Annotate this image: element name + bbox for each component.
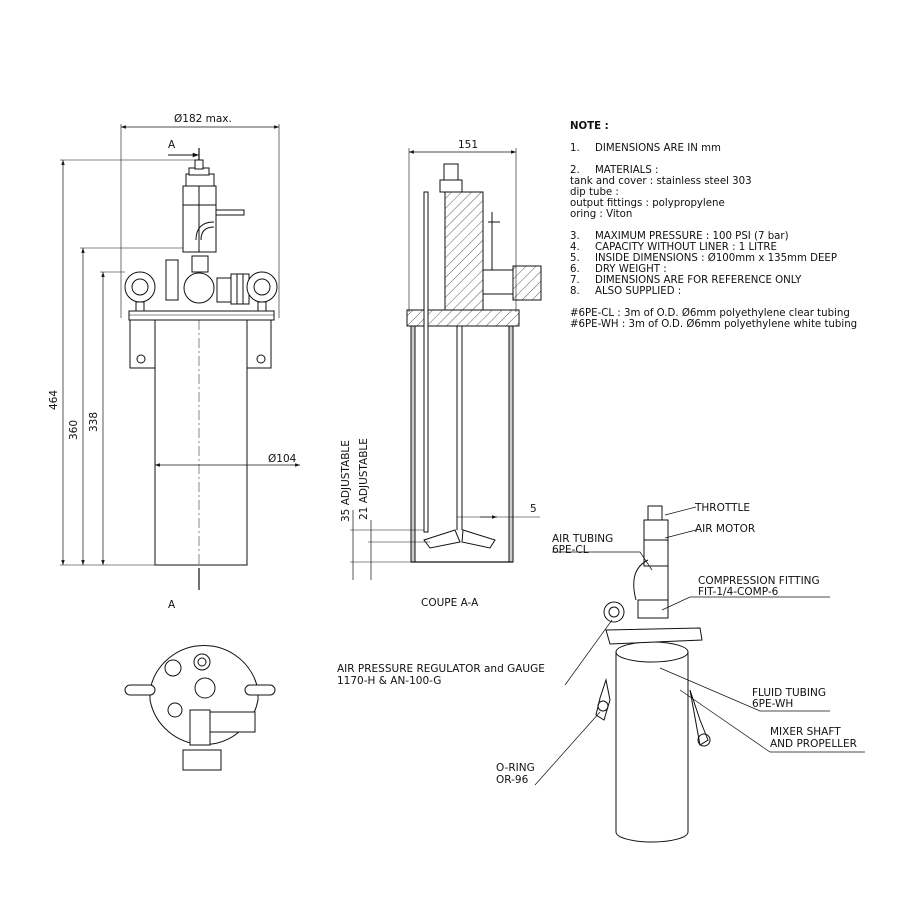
callout-labels: THROTTLE AIR MOTOR AIR TUBING 6PE-CL COM…: [337, 502, 857, 786]
supplied-line: #6PE-CL : 3m of O.D. Ø6mm polyethylene c…: [570, 308, 850, 319]
fluid-tubing-code: 6PE-WH: [752, 698, 793, 710]
compression-fitting-callout: COMPRESSION FITTING: [698, 575, 820, 587]
front-view: [60, 124, 300, 590]
notes-block: NOTE : 1.DIMENSIONS ARE IN mm 2.MATERIAL…: [570, 121, 890, 330]
note-item: 2.MATERIALS :: [570, 165, 659, 176]
air-tubing-callout: AIR TUBING: [552, 533, 613, 545]
height-338-label: 338: [88, 412, 100, 432]
note-item: 1.DIMENSIONS ARE IN mm: [570, 143, 721, 154]
supplied-line: #6PE-WH : 3m of O.D. Ø6mm polyethylene w…: [570, 319, 858, 330]
regulator-callout: AIR PRESSURE REGULATOR and GAUGE: [337, 663, 545, 675]
air-tubing-code: 6PE-CL: [552, 544, 589, 556]
note-item: 3.MAXIMUM PRESSURE : 100 PSI (7 bar): [570, 231, 789, 242]
inner-diameter-label: Ø104: [268, 453, 297, 465]
material-line: oring : Viton: [570, 209, 633, 220]
section-mark-bottom: A: [168, 599, 176, 611]
outer-diameter-label: Ø182 max.: [174, 113, 232, 125]
note-item: 4.CAPACITY WITHOUT LINER : 1 LITRE: [570, 242, 777, 253]
note-item: 7.DIMENSIONS ARE FOR REFERENCE ONLY: [570, 275, 802, 286]
top-view: [124, 645, 276, 771]
air-motor-callout: AIR MOTOR: [695, 523, 755, 535]
note-item: 6.DRY WEIGHT :: [570, 264, 667, 275]
fluid-tubing-callout: FLUID TUBING: [752, 687, 826, 699]
material-line: tank and cover : stainless steel 303: [570, 176, 752, 187]
compression-fitting-code: FIT-1/4-COMP-6: [698, 586, 779, 598]
offset-5-label: 5: [530, 503, 537, 515]
adjust-21-label: 21 ADJUSTABLE: [358, 438, 370, 520]
oring-code: OR-96: [496, 774, 529, 786]
throttle-callout: THROTTLE: [694, 502, 750, 514]
section-view: [350, 148, 542, 580]
material-line: output fittings : polypropylene: [570, 198, 725, 209]
regulator-code: 1170-H & AN-100-G: [337, 675, 441, 687]
section-mark-top: A: [168, 139, 176, 151]
assembly-view: [534, 505, 865, 843]
material-line: dip tube :: [570, 187, 619, 198]
note-item: 5.INSIDE DIMENSIONS : Ø100mm x 135mm DEE…: [570, 253, 838, 264]
height-464-label: 464: [48, 390, 60, 410]
oring-callout: O-RING: [496, 762, 535, 774]
notes-heading: NOTE :: [570, 121, 609, 132]
section-view-labels: 151 5 35 ADJUSTABLE 21 ADJUSTABLE COUPE …: [340, 139, 537, 609]
cover-width-label: 151: [458, 139, 478, 151]
section-caption: COUPE A-A: [421, 597, 479, 609]
mixer-propeller-callout: AND PROPELLER: [770, 738, 857, 750]
mixer-shaft-callout: MIXER SHAFT: [770, 726, 841, 738]
front-view-labels: Ø182 max. Ø104 A A 464 360 338: [48, 113, 297, 611]
adjust-35-label: 35 ADJUSTABLE: [340, 440, 352, 522]
note-item: 8.ALSO SUPPLIED :: [570, 286, 682, 297]
height-360-label: 360: [68, 420, 80, 440]
